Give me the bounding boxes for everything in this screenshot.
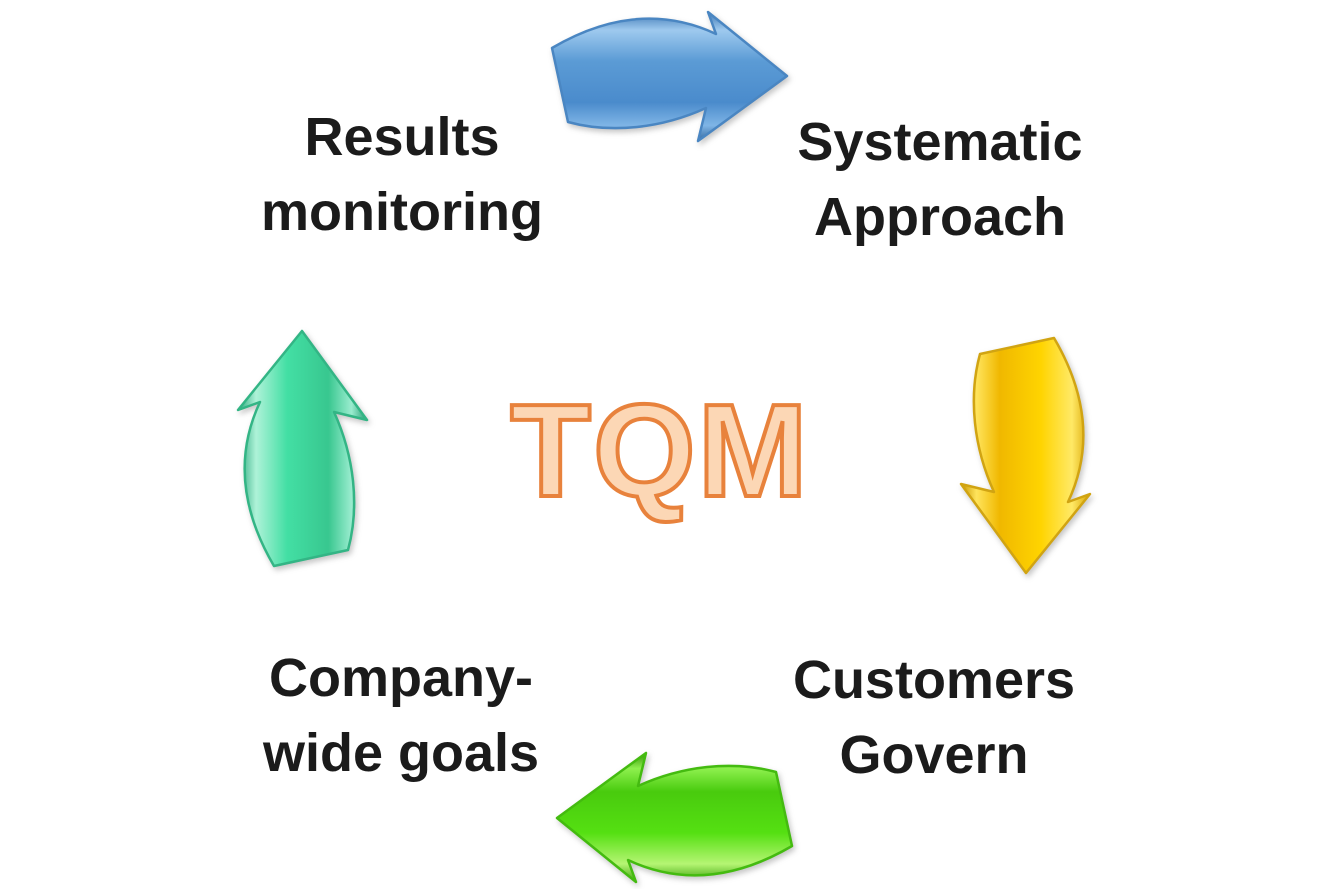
curved-arrow-left-icon: [555, 751, 794, 884]
arrow-bottom: [554, 750, 804, 889]
node-systematic-approach: Systematic Approach: [797, 112, 1083, 247]
arrow-top: [540, 4, 790, 144]
node-results-monitoring: Results monitoring: [261, 107, 543, 242]
curved-arrow-up-icon: [236, 329, 369, 568]
curved-arrow-right-icon: [550, 10, 789, 143]
node-customers-govern: Customers Govern: [792, 650, 1076, 785]
node-company-wide-goals: Company- wide goals: [262, 648, 540, 783]
curved-arrow-down-icon: [959, 336, 1092, 575]
diagram-center-title: TQM: [508, 377, 810, 524]
arrow-right: [958, 326, 1098, 576]
arrow-left: [230, 328, 370, 578]
